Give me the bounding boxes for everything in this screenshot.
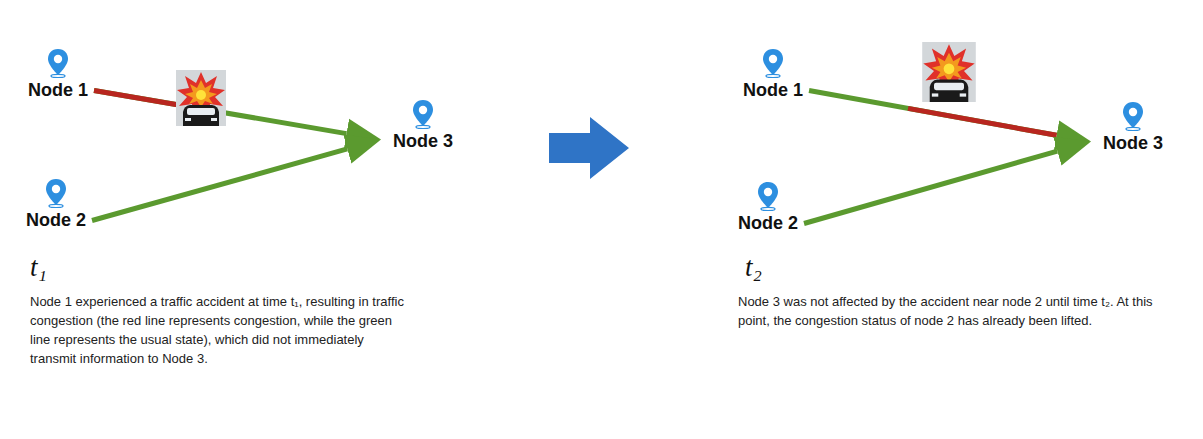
location-pin-icon (761, 48, 785, 78)
location-node: Node 1 (743, 48, 803, 101)
location-node: Node 1 (28, 48, 88, 101)
normal-road-line (92, 149, 347, 221)
road-connector (92, 149, 347, 221)
location-node: Node 2 (26, 178, 86, 231)
accident-icon (176, 70, 226, 126)
location-node: Node 3 (1103, 101, 1163, 154)
location-node: Node 2 (738, 181, 798, 234)
node-label: Node 1 (743, 80, 803, 101)
node-label: Node 3 (1103, 133, 1163, 154)
accident-icon (922, 42, 976, 102)
description-note: Node 3 was not affected by the accident … (738, 292, 1163, 330)
description-note: Node 1 experienced a traffic accident at… (30, 292, 410, 368)
location-pin-icon (1121, 101, 1145, 131)
time-label: t₂ (745, 252, 762, 283)
node-label: Node 3 (393, 131, 453, 152)
location-node: Node 3 (393, 99, 453, 152)
road-connector (804, 151, 1057, 223)
congested-road-line (94, 91, 177, 105)
node-label: Node 2 (738, 213, 798, 234)
normal-road-line (804, 151, 1057, 223)
transition-arrow (549, 117, 629, 179)
node-label: Node 2 (26, 210, 86, 231)
node-label: Node 1 (28, 80, 88, 101)
time-label: t₁ (30, 252, 47, 283)
location-pin-icon (756, 181, 780, 211)
location-pin-icon (46, 48, 70, 78)
congested-road-line (908, 108, 1057, 135)
location-pin-icon (411, 99, 435, 129)
location-pin-icon (44, 178, 68, 208)
